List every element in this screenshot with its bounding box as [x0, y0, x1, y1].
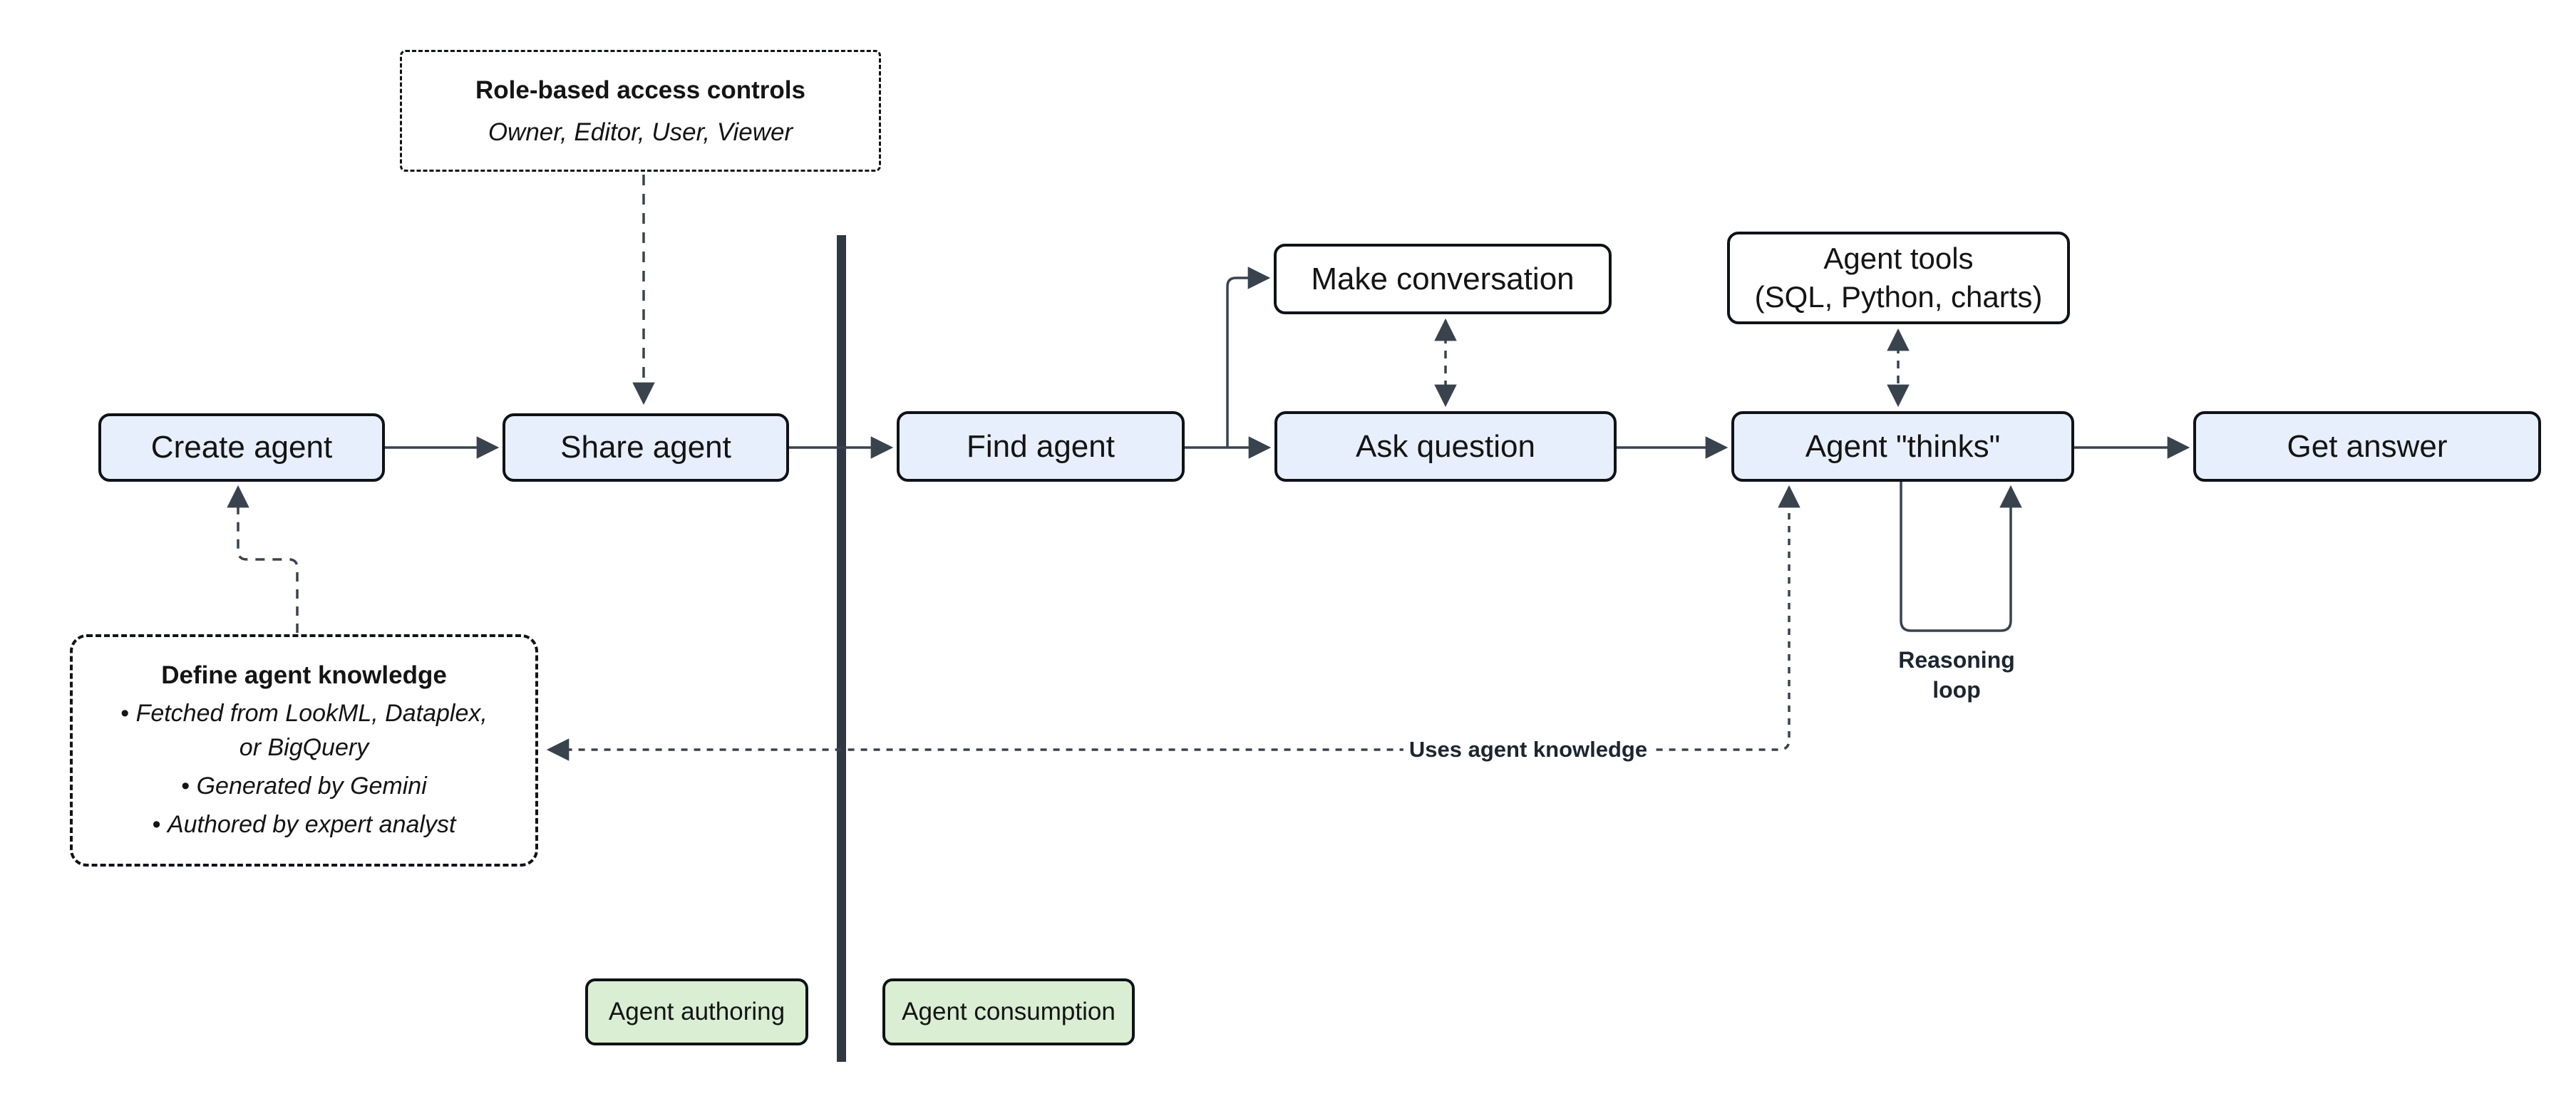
- define-knowledge-title: Define agent knowledge: [161, 661, 447, 689]
- node-make-conversation-label: Make conversation: [1311, 261, 1575, 296]
- node-ask-question-label: Ask question: [1356, 428, 1535, 464]
- edge-find-to-make-conversation: [1226, 267, 1271, 448]
- zone-agent-authoring: Agent authoring: [585, 978, 808, 1045]
- node-share-agent: Share agent: [503, 413, 789, 482]
- node-ask-question: Ask question: [1274, 411, 1617, 482]
- define-knowledge-box: Define agent knowledge Fetched from Look…: [70, 634, 538, 867]
- node-agent-thinks: Agent "thinks": [1731, 411, 2074, 482]
- define-knowledge-bullet-2: Generated by Gemini: [181, 769, 427, 803]
- role-based-access-box: Role-based access controls Owner, Editor…: [400, 50, 881, 172]
- node-find-agent-label: Find agent: [967, 428, 1115, 464]
- node-agent-thinks-label: Agent "thinks": [1805, 428, 2001, 464]
- reasoning-loop-label: Reasoning loop: [1898, 647, 2015, 703]
- role-based-access-roles: Owner, Editor, User, Viewer: [488, 118, 793, 146]
- role-based-access-title: Role-based access controls: [475, 76, 805, 104]
- edge-uses-agent-knowledge: [546, 485, 1800, 761]
- node-create-agent: Create agent: [98, 413, 385, 482]
- zone-agent-consumption-label: Agent consumption: [902, 998, 1116, 1025]
- node-make-conversation: Make conversation: [1274, 244, 1612, 314]
- node-find-agent: Find agent: [897, 411, 1185, 482]
- node-get-answer-label: Get answer: [2287, 428, 2448, 464]
- node-get-answer: Get answer: [2193, 411, 2541, 482]
- node-create-agent-label: Create agent: [150, 430, 333, 465]
- zone-agent-consumption: Agent consumption: [882, 978, 1135, 1045]
- node-share-agent-label: Share agent: [560, 430, 731, 465]
- node-agent-tools: Agent tools (SQL, Python, charts): [1727, 232, 2070, 324]
- authoring-consumption-divider: [837, 235, 846, 1062]
- node-agent-tools-label: Agent tools (SQL, Python, charts): [1754, 242, 2043, 314]
- define-knowledge-bullet-3: Authored by expert analyst: [153, 807, 455, 842]
- uses-agent-knowledge-label: Uses agent knowledge: [1403, 735, 1654, 765]
- zone-agent-authoring-label: Agent authoring: [608, 998, 785, 1025]
- define-knowledge-bullet-1: Fetched from LookML, Dataplex, or BigQue…: [120, 696, 488, 765]
- edge-knowledge-to-create: [227, 485, 299, 633]
- edge-reasoning-loop: [1900, 482, 2022, 632]
